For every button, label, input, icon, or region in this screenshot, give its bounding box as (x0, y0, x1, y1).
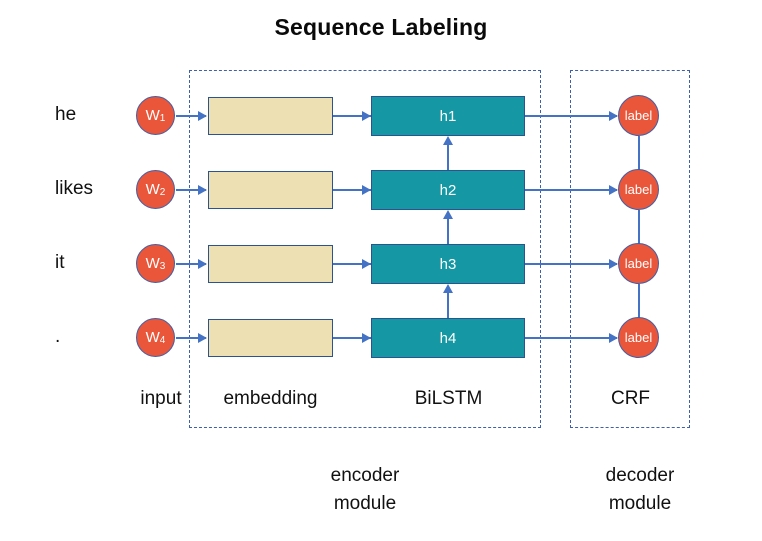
arrowhead-lstm-to-label-4 (609, 333, 618, 343)
arrow-embedding-to-lstm-2 (333, 189, 371, 191)
column-caption-input: input (140, 388, 182, 409)
arrowhead-lstm-to-label-2 (609, 185, 618, 195)
decoder-module-caption-line2: module (608, 492, 672, 514)
input-word-2: likes (55, 178, 94, 199)
token-circle-3-index: 3 (159, 260, 166, 272)
embedding-box-4 (208, 319, 333, 357)
crf-label-circle-3: label (618, 243, 659, 284)
embedding-box-1 (208, 97, 333, 135)
arrow-token-to-embedding-3 (176, 263, 206, 265)
arrow-lstm-to-label-3 (525, 263, 617, 265)
embedding-box-2 (208, 171, 333, 209)
arrow-embedding-to-lstm-1 (333, 115, 371, 117)
input-word-1: he (55, 104, 77, 125)
bilstm-link-2-3-arrow-up (443, 210, 453, 219)
bilstm-link-2-3 (447, 215, 449, 257)
decoder-module-caption-line1: decoder (605, 465, 675, 486)
arrow-embedding-to-lstm-4 (333, 337, 371, 339)
arrowhead-embedding-to-lstm-4 (362, 333, 371, 343)
input-word-4: . (55, 326, 61, 347)
token-circle-2-text: W (145, 181, 160, 198)
column-caption-bilstm: BiLSTM (414, 388, 483, 409)
encoder-module-container (189, 70, 541, 428)
token-circle-4-index: 4 (159, 334, 166, 346)
crf-label-circle-4: label (618, 317, 659, 358)
lstm-box-4: h4 (371, 318, 525, 358)
arrow-embedding-to-lstm-3 (333, 263, 371, 265)
lstm-box-3: h3 (371, 244, 525, 284)
arrowhead-lstm-to-label-1 (609, 111, 618, 121)
bilstm-link-1-2-arrow-up (443, 136, 453, 145)
arrowhead-lstm-to-label-3 (609, 259, 618, 269)
token-circle-2-index: 2 (159, 186, 166, 198)
page-title: Sequence Labeling (274, 14, 488, 40)
arrowhead-embedding-to-lstm-2 (362, 185, 371, 195)
arrowhead-token-to-embedding-2 (198, 185, 207, 195)
crf-link-3-4 (638, 284, 640, 320)
crf-link-1-2 (638, 136, 640, 172)
decoder-module-container (570, 70, 690, 428)
bilstm-link-1-2 (447, 141, 449, 183)
arrowhead-token-to-embedding-4 (198, 333, 207, 343)
crf-label-circle-2: label (618, 169, 659, 210)
bilstm-link-3-4-arrow-up (443, 284, 453, 293)
arrowhead-embedding-to-lstm-3 (362, 259, 371, 269)
input-word-3: it (55, 252, 65, 273)
column-caption-crf: CRF (610, 388, 651, 409)
embedding-box-3 (208, 245, 333, 283)
arrow-token-to-embedding-2 (176, 189, 206, 191)
token-circle-1-index: 1 (159, 112, 166, 124)
arrowhead-token-to-embedding-1 (198, 111, 207, 121)
crf-label-circle-1: label (618, 95, 659, 136)
arrow-lstm-to-label-4 (525, 337, 617, 339)
lstm-box-1: h1 (371, 96, 525, 136)
arrow-lstm-to-label-1 (525, 115, 617, 117)
encoder-module-caption-line1: encoder (330, 465, 400, 486)
arrowhead-embedding-to-lstm-1 (362, 111, 371, 121)
lstm-box-2: h2 (371, 170, 525, 210)
arrowhead-token-to-embedding-3 (198, 259, 207, 269)
column-caption-embedding: embedding (223, 388, 318, 409)
token-circle-4-text: W (145, 329, 160, 346)
bilstm-link-3-4 (447, 289, 449, 331)
crf-link-2-3 (638, 210, 640, 246)
arrow-token-to-embedding-4 (176, 337, 206, 339)
arrow-token-to-embedding-1 (176, 115, 206, 117)
arrow-lstm-to-label-2 (525, 189, 617, 191)
token-circle-1-text: W (145, 107, 160, 124)
encoder-module-caption-line2: module (333, 492, 397, 514)
decoder-module-caption: decoder module (570, 462, 710, 517)
encoder-module-caption: encoder module (295, 462, 435, 517)
token-circle-3-text: W (145, 255, 160, 272)
